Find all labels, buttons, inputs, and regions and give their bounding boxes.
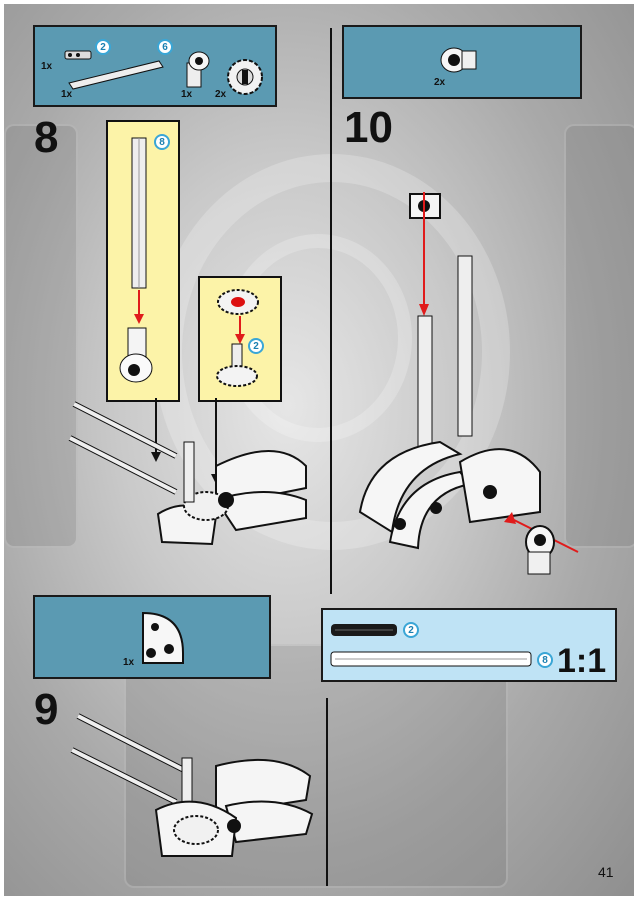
bevel-gear-icon xyxy=(227,59,263,95)
step-8-part-2-qty: 1x xyxy=(61,89,73,100)
step-9-number: 9 xyxy=(34,685,59,734)
step-8-part-1-length-badge: 2 xyxy=(95,39,111,55)
ruler-box: 2 8 1:1 xyxy=(321,608,617,682)
axle-2-black-icon xyxy=(331,624,397,636)
half-beam-curve-icon xyxy=(142,611,184,664)
axle-pin-connector-icon xyxy=(440,47,477,73)
step-8-part-1-qty: 1x xyxy=(41,61,53,72)
ruler-long-badge: 8 xyxy=(537,652,553,668)
step-8-number: 8 xyxy=(34,113,59,162)
ruler-scale-label: 1:1 xyxy=(557,642,607,680)
ruler-axle-badge: 2 xyxy=(403,622,419,638)
axle-8-white-icon xyxy=(330,651,532,667)
step-8-part-3-qty: 1x xyxy=(181,89,193,100)
axle-6-icon xyxy=(68,60,164,90)
step-8-callout-axle-badge: 8 xyxy=(154,134,170,150)
step-8-callout-gear: 2 xyxy=(198,276,282,402)
step-8-parts-box: 1x 2 1x 6 1x 2x xyxy=(33,25,277,107)
axle-2-icon xyxy=(64,50,92,60)
instruction-page: 1x 2 1x 6 1x 2x 8 8 xyxy=(4,4,634,896)
background-panel-right xyxy=(564,124,634,548)
step-8-callout-axle: 8 xyxy=(106,120,180,402)
step-10-assembly xyxy=(358,192,579,575)
axle-8-icon xyxy=(131,137,147,324)
step-8-part-4-qty: 2x xyxy=(215,89,227,100)
red-arrow-icon xyxy=(235,316,245,344)
angle-connector-icon xyxy=(186,51,210,88)
background-panel-left xyxy=(4,124,78,548)
step-8-callout-gear-badge: 2 xyxy=(248,338,264,354)
step-9-assembly xyxy=(70,713,314,857)
angle-connector-icon xyxy=(119,327,153,383)
step-10-number: 10 xyxy=(344,103,393,152)
step-8-part-2-length-badge: 6 xyxy=(157,39,173,55)
step-10-parts-box: 2x xyxy=(342,25,582,99)
divider-top xyxy=(330,28,332,594)
divider-bottom xyxy=(326,698,328,886)
gear-with-axle-icon xyxy=(216,343,258,387)
step-8-assembly xyxy=(68,398,307,546)
step-9-parts-box: 1x xyxy=(33,595,271,679)
bevel-gear-icon xyxy=(217,289,259,315)
step-9-part-1-qty: 1x xyxy=(123,657,135,668)
page-number: 41 xyxy=(598,864,614,880)
step-10-part-1-qty: 2x xyxy=(434,77,446,88)
